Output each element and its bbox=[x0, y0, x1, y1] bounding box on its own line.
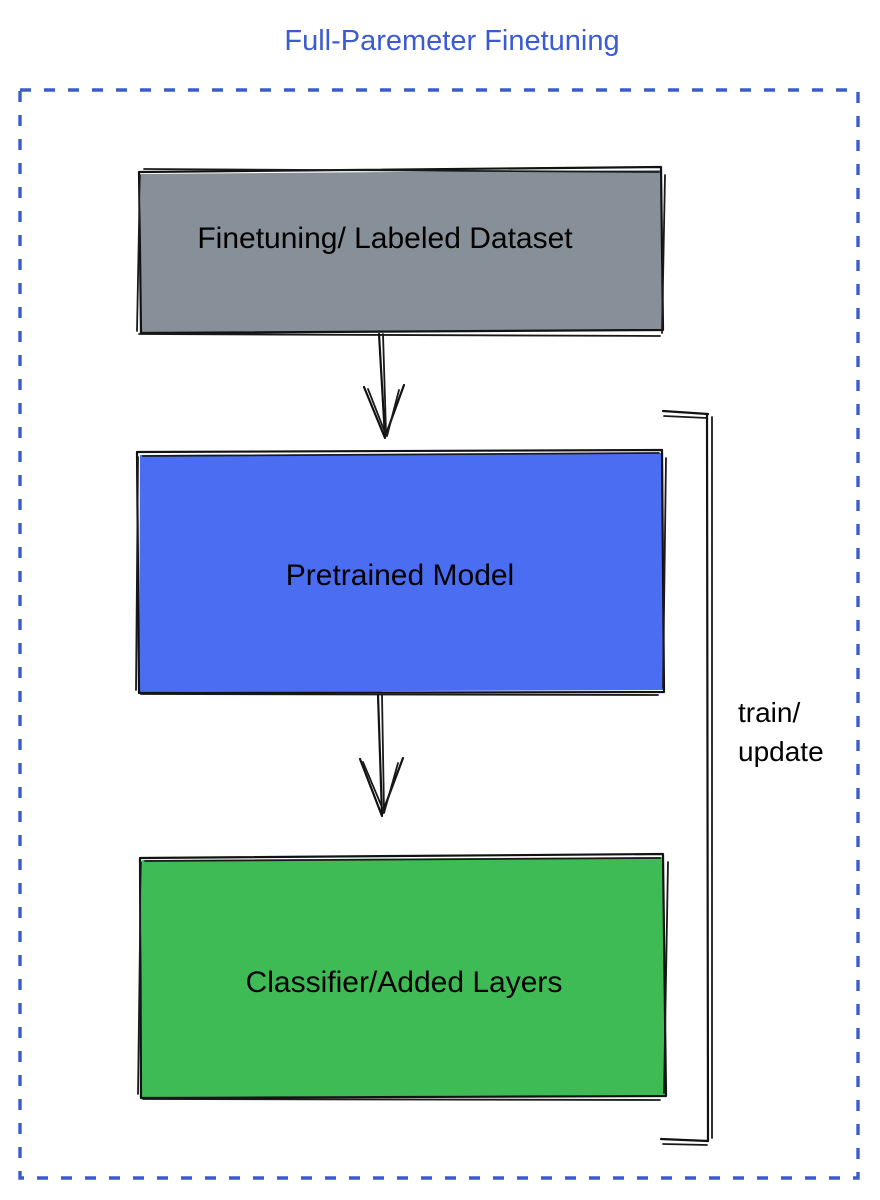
node-dataset-outline bbox=[137, 165, 665, 335]
node-classifier[interactable]: Classifier/Added Layers bbox=[137, 852, 669, 1101]
dashed-boundary-frame bbox=[18, 88, 860, 1180]
node-dataset-outline-overlay bbox=[136, 168, 666, 337]
node-dataset-fill bbox=[140, 170, 663, 332]
feedback-loop-bottom-segment-2 bbox=[662, 1143, 708, 1146]
node-pretrained-model-outline-overlay bbox=[135, 452, 667, 696]
node-dataset[interactable]: Finetuning/ Labeled Dataset bbox=[136, 165, 666, 337]
node-pretrained-model-outline bbox=[135, 448, 666, 695]
arrow-dataset-to-model-shaft bbox=[377, 332, 387, 439]
node-pretrained-model-label: Pretrained Model bbox=[286, 559, 514, 592]
feedback-loop-top-segment bbox=[661, 409, 710, 416]
node-classifier-outline bbox=[138, 852, 668, 1100]
node-pretrained-model[interactable]: Pretrained Model bbox=[135, 448, 667, 696]
node-classifier-outline-overlay bbox=[137, 857, 669, 1101]
feedback-loop-label-line2: update bbox=[738, 736, 824, 767]
feedback-loop-label-line1: train/ bbox=[738, 697, 800, 728]
node-classifier-label: Classifier/Added Layers bbox=[246, 966, 563, 999]
arrow-model-to-classifier-head-2 bbox=[362, 761, 399, 814]
node-pretrained-model-fill bbox=[139, 453, 664, 692]
feedback-loop-train-update: train/ update bbox=[659, 409, 824, 1146]
arrow-dataset-to-model-head-2 bbox=[367, 388, 400, 437]
arrow-model-to-classifier-shaft-2 bbox=[381, 694, 385, 811]
feedback-loop-top-segment-2 bbox=[663, 415, 708, 419]
diagram-title: Full-Paremeter Finetuning bbox=[284, 25, 619, 57]
arrow-model-to-classifier-shaft bbox=[376, 693, 384, 817]
feedback-loop-right-segment bbox=[705, 412, 710, 1143]
node-dataset-label: Finetuning/ Labeled Dataset bbox=[197, 222, 573, 255]
node-classifier-fill bbox=[141, 857, 665, 1097]
feedback-loop-bottom-segment bbox=[659, 1137, 710, 1143]
arrow-dataset-to-model bbox=[362, 332, 406, 440]
arrow-model-to-classifier bbox=[358, 693, 405, 818]
arrow-dataset-to-model-shaft-2 bbox=[382, 333, 387, 433]
